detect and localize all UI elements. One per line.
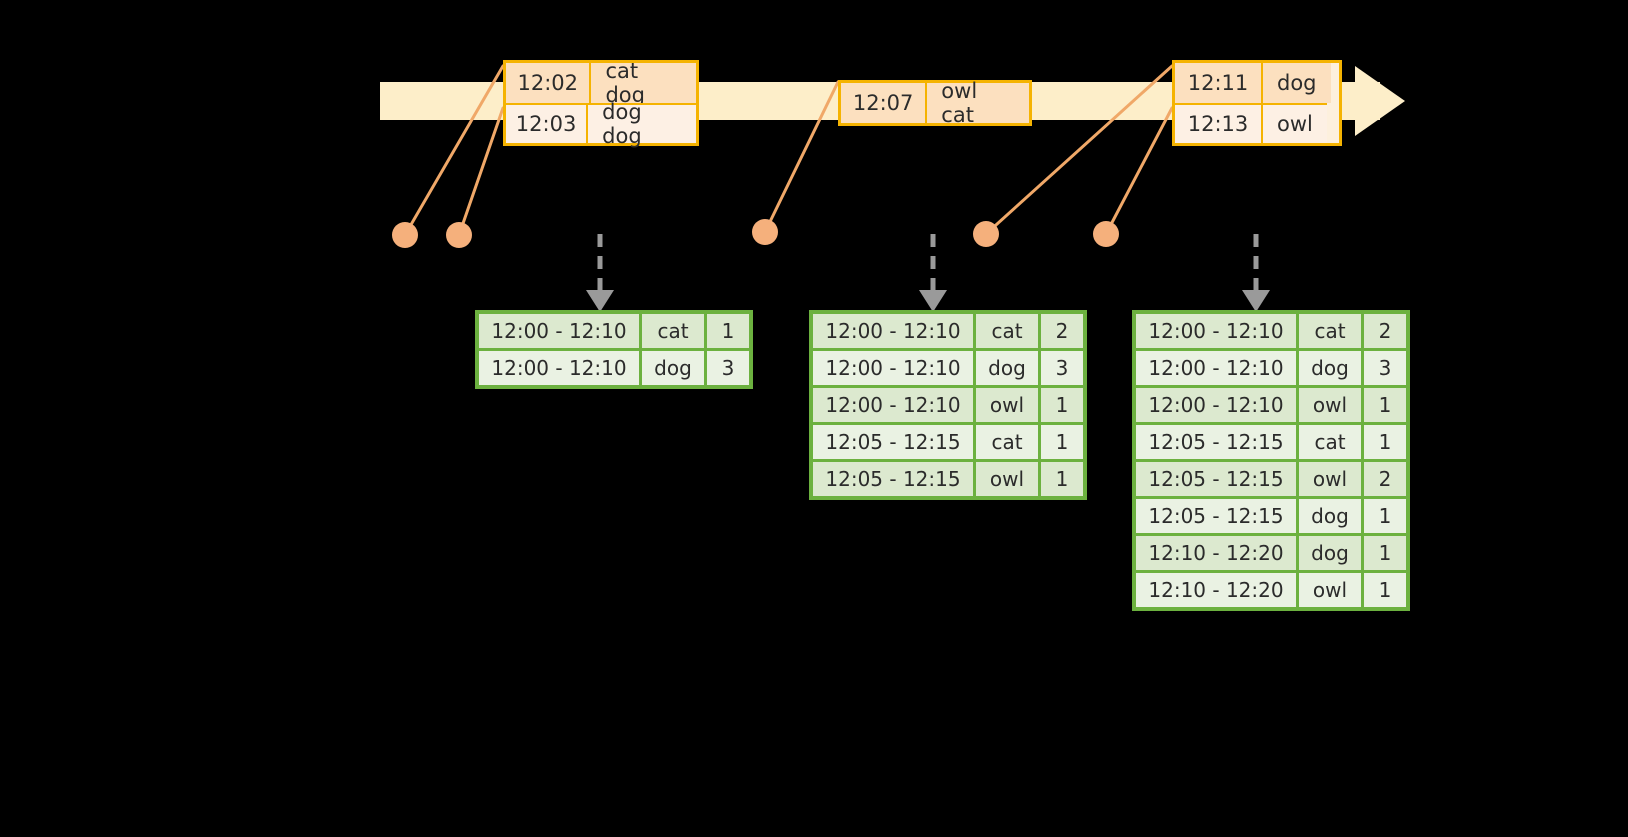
event-words: owl cat xyxy=(925,79,1029,127)
table-row[interactable]: 12:00 - 12:10 cat 1 xyxy=(479,314,749,348)
count-cell: 2 xyxy=(1364,462,1406,496)
event-time: 12:02 xyxy=(506,63,590,103)
word-cell: owl xyxy=(976,462,1038,496)
event-words: dog xyxy=(1261,63,1331,103)
connector-dot-3 xyxy=(752,219,778,245)
table-row[interactable]: 12:00 - 12:10 dog 3 xyxy=(813,351,1083,385)
word-cell: cat xyxy=(1299,314,1361,348)
count-cell: 1 xyxy=(1364,536,1406,570)
window-cell: 12:00 - 12:10 xyxy=(479,314,639,348)
emit-arrow-head-2 xyxy=(919,290,947,312)
word-cell: cat xyxy=(976,314,1038,348)
event-group-3[interactable]: 12:11 dog 12:13 owl xyxy=(1172,60,1342,146)
result-table-1[interactable]: 12:00 - 12:10 cat 1 12:00 - 12:10 dog 3 xyxy=(475,310,753,389)
connector-dot-1 xyxy=(392,222,418,248)
result-table-3[interactable]: 12:00 - 12:10 cat 2 12:00 - 12:10 dog 3 … xyxy=(1132,310,1410,611)
word-cell: dog xyxy=(976,351,1038,385)
result-table-2[interactable]: 12:00 - 12:10 cat 2 12:00 - 12:10 dog 3 … xyxy=(809,310,1087,500)
window-cell: 12:00 - 12:10 xyxy=(1136,351,1296,385)
word-cell: cat xyxy=(976,425,1038,459)
table-row[interactable]: 12:10 - 12:20 owl 1 xyxy=(1136,573,1406,607)
window-cell: 12:05 - 12:15 xyxy=(1136,499,1296,533)
window-cell: 12:00 - 12:10 xyxy=(813,388,973,422)
table-row[interactable]: 12:00 - 12:10 dog 3 xyxy=(479,351,749,385)
window-cell: 12:05 - 12:15 xyxy=(1136,462,1296,496)
event-time: 12:13 xyxy=(1175,103,1261,143)
table-row[interactable]: 12:05 - 12:15 cat 1 xyxy=(813,425,1083,459)
emit-arrows xyxy=(597,234,1259,292)
emit-arrow-head-1 xyxy=(586,290,614,312)
event-words: cat dog xyxy=(589,59,696,107)
word-cell: dog xyxy=(1299,536,1361,570)
connector-line-1 xyxy=(403,64,505,237)
window-cell: 12:05 - 12:15 xyxy=(813,462,973,496)
connector-dot-4 xyxy=(973,221,999,247)
window-cell: 12:00 - 12:10 xyxy=(813,314,973,348)
word-cell: owl xyxy=(1299,462,1361,496)
word-cell: owl xyxy=(1299,388,1361,422)
word-cell: owl xyxy=(1299,573,1361,607)
event-time: 12:03 xyxy=(506,103,587,143)
table-row[interactable]: 12:05 - 12:15 cat 1 xyxy=(1136,425,1406,459)
word-cell: cat xyxy=(642,314,704,348)
table-row[interactable]: 12:00 - 12:10 dog 3 xyxy=(1136,351,1406,385)
window-cell: 12:10 - 12:20 xyxy=(1136,573,1296,607)
event-row[interactable]: 12:07 owl cat xyxy=(841,79,1029,127)
connector-line-5 xyxy=(1104,106,1174,236)
connector-line-3 xyxy=(763,80,840,234)
emit-arrow-head-3 xyxy=(1242,290,1270,312)
window-cell: 12:10 - 12:20 xyxy=(1136,536,1296,570)
count-cell: 1 xyxy=(1041,462,1083,496)
window-cell: 12:00 - 12:10 xyxy=(479,351,639,385)
table-row[interactable]: 12:00 - 12:10 cat 2 xyxy=(1136,314,1406,348)
word-cell: dog xyxy=(642,351,704,385)
count-cell: 3 xyxy=(1364,351,1406,385)
event-time: 12:07 xyxy=(841,83,926,123)
word-cell: dog xyxy=(1299,351,1361,385)
word-cell: dog xyxy=(1299,499,1361,533)
connector-line-2 xyxy=(457,106,505,237)
count-cell: 2 xyxy=(1041,314,1083,348)
count-cell: 1 xyxy=(707,314,749,348)
connector-dot-2 xyxy=(446,222,472,248)
window-cell: 12:00 - 12:10 xyxy=(1136,314,1296,348)
table-row[interactable]: 12:05 - 12:15 dog 1 xyxy=(1136,499,1406,533)
table-row[interactable]: 12:00 - 12:10 owl 1 xyxy=(813,388,1083,422)
table-row[interactable]: 12:05 - 12:15 owl 1 xyxy=(813,462,1083,496)
event-group-1[interactable]: 12:02 cat dog 12:03 dog dog xyxy=(503,59,699,148)
event-row[interactable]: 12:03 dog dog xyxy=(506,100,696,148)
window-cell: 12:00 - 12:10 xyxy=(813,351,973,385)
count-cell: 1 xyxy=(1364,499,1406,533)
count-cell: 1 xyxy=(1364,425,1406,459)
table-row[interactable]: 12:05 - 12:15 owl 2 xyxy=(1136,462,1406,496)
connector-dot-5 xyxy=(1093,221,1119,247)
count-cell: 3 xyxy=(707,351,749,385)
event-group-2[interactable]: 12:07 owl cat xyxy=(838,79,1032,127)
count-cell: 1 xyxy=(1041,425,1083,459)
event-row[interactable]: 12:11 dog xyxy=(1175,63,1339,103)
event-words: dog dog xyxy=(586,100,696,148)
window-cell: 12:05 - 12:15 xyxy=(1136,425,1296,459)
event-words: owl xyxy=(1261,103,1327,143)
word-cell: cat xyxy=(1299,425,1361,459)
table-row[interactable]: 12:10 - 12:20 dog 1 xyxy=(1136,536,1406,570)
emit-arrow-heads xyxy=(586,290,1270,312)
event-time: 12:11 xyxy=(1175,63,1261,103)
window-cell: 12:00 - 12:10 xyxy=(1136,388,1296,422)
word-cell: owl xyxy=(976,388,1038,422)
count-cell: 1 xyxy=(1041,388,1083,422)
connector-dots xyxy=(392,219,1119,248)
count-cell: 3 xyxy=(1041,351,1083,385)
event-row[interactable]: 12:13 owl xyxy=(1175,103,1339,143)
count-cell: 1 xyxy=(1364,573,1406,607)
table-row[interactable]: 12:00 - 12:10 owl 1 xyxy=(1136,388,1406,422)
table-row[interactable]: 12:00 - 12:10 cat 2 xyxy=(813,314,1083,348)
count-cell: 1 xyxy=(1364,388,1406,422)
event-row[interactable]: 12:02 cat dog xyxy=(506,59,696,107)
count-cell: 2 xyxy=(1364,314,1406,348)
window-cell: 12:05 - 12:15 xyxy=(813,425,973,459)
